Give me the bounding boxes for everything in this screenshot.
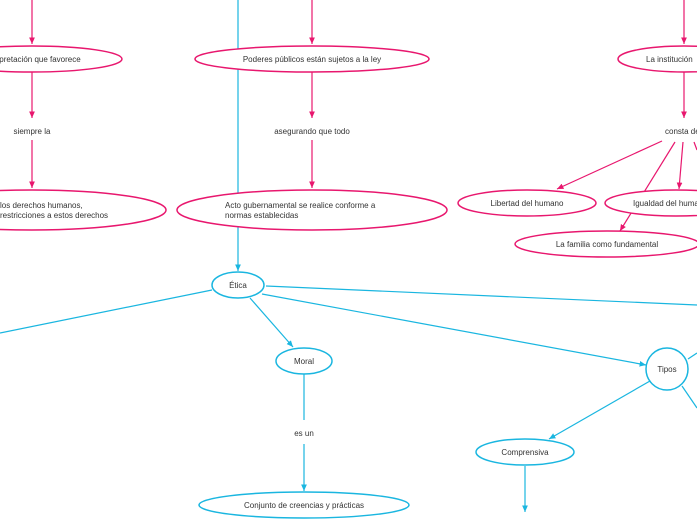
node-label: Moral bbox=[294, 357, 314, 366]
node-igualdad[interactable]: Igualdad del humano bbox=[604, 189, 697, 217]
linking-phrase: asegurando que todo bbox=[274, 127, 350, 136]
node-poderes[interactable]: Poderes públicos están sujetos a la ley bbox=[194, 45, 430, 73]
node-institucion[interactable]: La institución bbox=[617, 45, 697, 73]
node-moral[interactable]: Moral bbox=[275, 347, 333, 375]
node-es-un[interactable]: es un bbox=[294, 429, 314, 438]
connector-etica-left bbox=[0, 289, 213, 334]
node-label: Interpretación que favorece bbox=[0, 55, 81, 64]
node-label: La familia como fundamental bbox=[556, 240, 659, 249]
linking-phrase: es un bbox=[294, 429, 314, 438]
node-derechos[interactable]: los derechos humanos, restricciones a es… bbox=[0, 189, 167, 231]
connector-tipos-lower-right bbox=[681, 385, 697, 409]
connector-etica-moral bbox=[249, 297, 294, 348]
node-label: Igualdad del humano bbox=[633, 199, 697, 208]
connector-consta-libertad bbox=[556, 140, 663, 190]
node-consta-de[interactable]: consta de bbox=[665, 127, 697, 136]
connector-etica-tipos bbox=[261, 293, 647, 367]
node-label-line-1: los derechos humanos, bbox=[0, 201, 83, 210]
connector-etica-right bbox=[265, 285, 697, 306]
node-label: Comprensiva bbox=[501, 448, 549, 457]
node-siempre-la[interactable]: siempre la bbox=[14, 127, 51, 136]
node-label: Ética bbox=[229, 281, 247, 290]
node-familia[interactable]: La familia como fundamental bbox=[514, 230, 697, 258]
node-libertad[interactable]: Libertad del humano bbox=[457, 189, 597, 217]
node-label: Libertad del humano bbox=[491, 199, 564, 208]
node-label-line-2: normas establecidas bbox=[225, 211, 298, 220]
node-label: Tipos bbox=[657, 365, 676, 374]
node-tipos[interactable]: Tipos bbox=[645, 347, 689, 391]
linking-phrase: siempre la bbox=[14, 127, 51, 136]
connector-consta-familia bbox=[619, 141, 676, 232]
node-label-line-1: Acto gubernamental se realice conforme a bbox=[225, 201, 376, 210]
node-label: Poderes públicos están sujetos a la ley bbox=[243, 55, 381, 64]
node-acto[interactable]: Acto gubernamental se realice conforme a… bbox=[176, 189, 448, 231]
node-interpretacion[interactable]: Interpretación que favorece bbox=[0, 45, 123, 73]
node-asegurando[interactable]: asegurando que todo bbox=[274, 127, 350, 136]
linking-phrase: consta de bbox=[665, 127, 697, 136]
node-label: Conjunto de creencias y prácticas bbox=[244, 501, 364, 510]
connector-tipos-comprensiva bbox=[548, 380, 651, 440]
node-etica[interactable]: Ética bbox=[211, 271, 265, 299]
node-conjunto[interactable]: Conjunto de creencias y prácticas bbox=[198, 491, 410, 519]
node-label: La institución bbox=[646, 55, 693, 64]
node-comprensiva[interactable]: Comprensiva bbox=[475, 438, 575, 466]
connector-consta-igualdad bbox=[676, 141, 684, 190]
connector-tipos-upper-right bbox=[687, 352, 697, 360]
pink-connectors bbox=[29, 0, 697, 232]
node-label-line-2: restricciones a estos derechos bbox=[0, 211, 108, 220]
